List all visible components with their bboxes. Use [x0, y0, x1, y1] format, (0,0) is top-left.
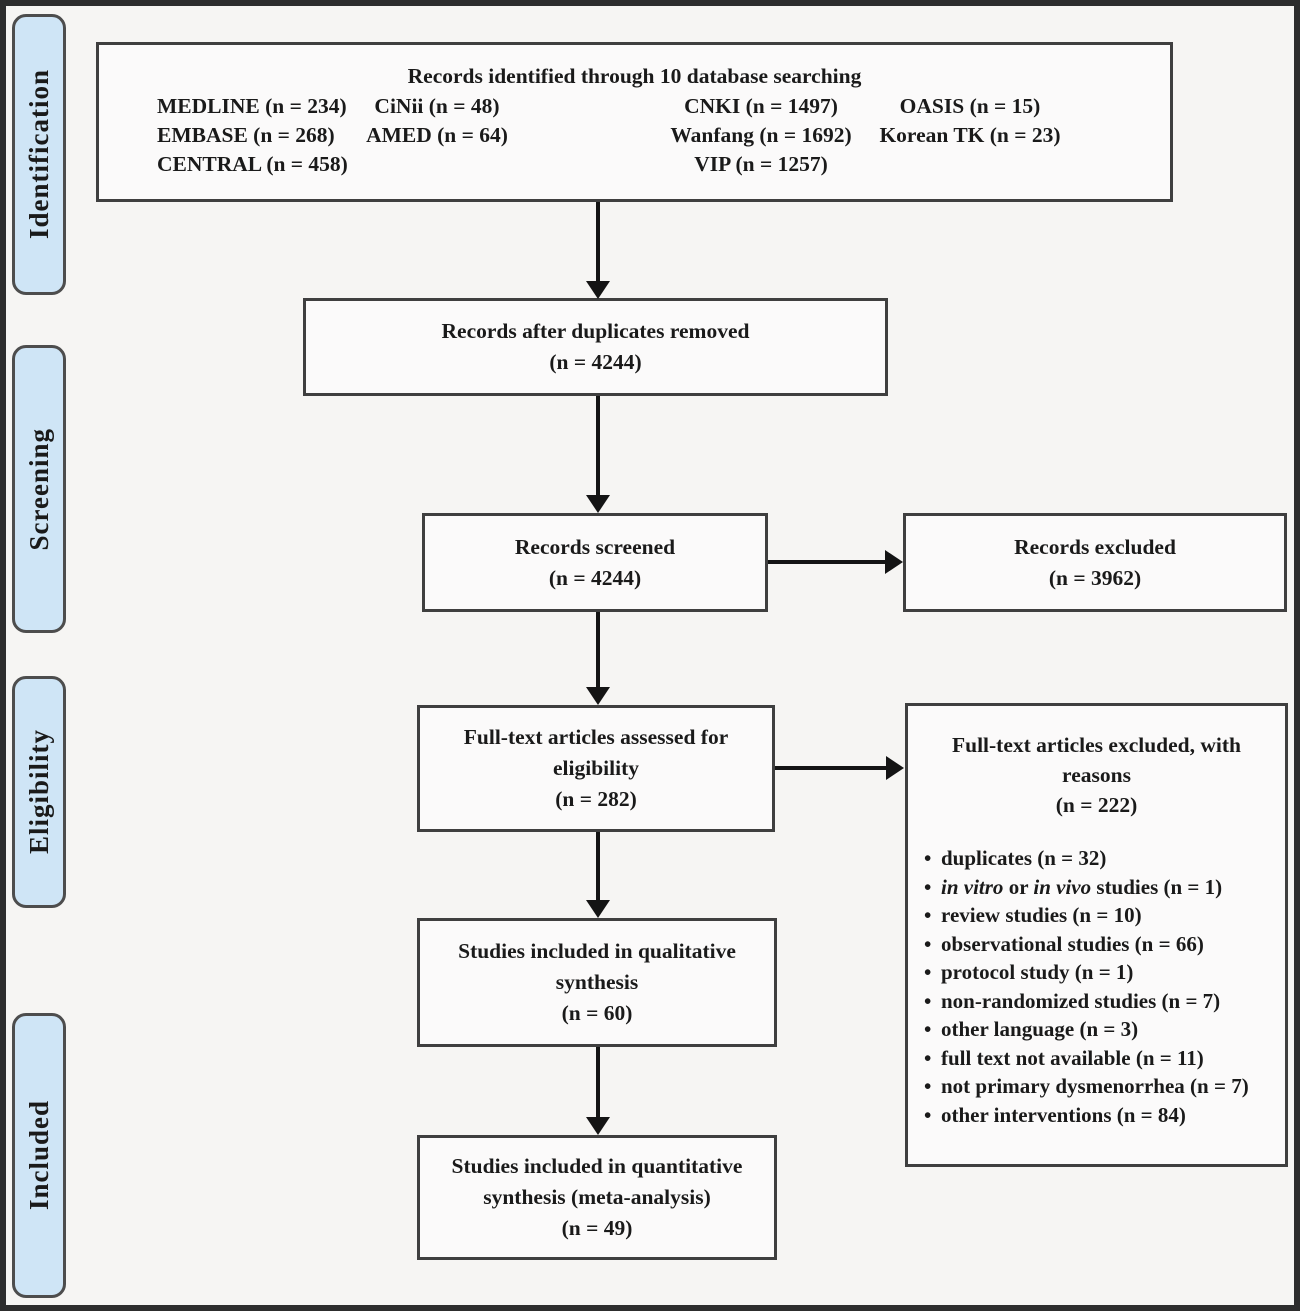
box-quantitative-synthesis: Studies included in quantitative synthes…	[417, 1135, 777, 1260]
stage-label-text: Included	[23, 1100, 54, 1211]
records-identified-title: Records identified through 10 database s…	[407, 64, 862, 88]
box-records-identified: Records identified through 10 database s…	[96, 42, 1173, 202]
stage-label-identification: Identification	[12, 14, 66, 295]
arrow-screened-to-excluded	[768, 560, 887, 564]
arrowhead-right-icon	[885, 550, 903, 574]
database-count: VIP (n = 1257)	[694, 152, 828, 176]
database-count: EMBASE (n = 268)	[157, 123, 335, 147]
box-count: (n = 3962)	[1048, 565, 1142, 590]
stage-label-text: Identification	[23, 69, 54, 240]
fulltext-excluded-title: Full-text articles excluded, with reason…	[908, 730, 1285, 820]
database-count: Korean TK (n = 23)	[879, 123, 1061, 147]
database-count: Wanfang (n = 1692)	[670, 123, 852, 147]
arrowhead-down-icon	[586, 281, 610, 299]
box-text-line: Studies included in quantitative	[451, 1154, 743, 1178]
box-count: (n = 222)	[1055, 793, 1138, 817]
arrowhead-down-icon	[586, 1117, 610, 1135]
box-count: (n = 4244)	[549, 350, 642, 374]
box-text-line: Records excluded	[1014, 534, 1176, 559]
box-text-line: eligibility	[553, 756, 639, 780]
bullet-icon: •	[924, 988, 932, 1013]
box-qualitative-synthesis: Studies included in qualitative synthesi…	[417, 918, 777, 1047]
database-column-2: CiNii (n = 48) AMED (n = 64)	[357, 92, 517, 150]
database-count: CNKI (n = 1497)	[684, 94, 838, 118]
bullet-icon: •	[924, 846, 932, 870]
box-duplicates-removed: Records after duplicates removed (n = 42…	[303, 298, 888, 396]
exclusion-reason-list: •duplicates (n = 32) •in vitro or in viv…	[908, 844, 1285, 1129]
exclusion-reason-item: •full text not available (n = 11)	[924, 1044, 1275, 1073]
arrowhead-down-icon	[586, 495, 610, 513]
bullet-icon: •	[924, 903, 932, 927]
stage-label-text: Screening	[23, 427, 54, 551]
exclusion-reason-item: •not primary dysmenorrhea (n = 7)	[924, 1072, 1275, 1101]
box-count: (n = 282)	[555, 787, 637, 811]
bullet-icon: •	[924, 874, 932, 899]
database-count: OASIS (n = 15)	[899, 94, 1041, 118]
bullet-icon: •	[924, 1102, 932, 1127]
box-fulltext-assessed: Full-text articles assessed for eligibil…	[417, 705, 775, 832]
exclusion-reason-item: •other interventions (n = 84)	[924, 1101, 1275, 1130]
stage-label-eligibility: Eligibility	[12, 676, 66, 908]
box-text-line: synthesis	[555, 970, 639, 994]
box-records-screened: Records screened (n = 4244)	[422, 513, 768, 612]
database-count: CiNii (n = 48)	[374, 94, 500, 118]
box-text-line: Studies included in qualitative	[458, 939, 736, 963]
stage-label-screening: Screening	[12, 345, 66, 633]
exclusion-reason-item: •non-randomized studies (n = 7)	[924, 987, 1275, 1016]
exclusion-reason-item: •review studies (n = 10)	[924, 901, 1275, 930]
bullet-icon: •	[924, 1017, 932, 1041]
bullet-icon: •	[924, 931, 932, 956]
exclusion-reason-item: •observational studies (n = 66)	[924, 930, 1275, 959]
box-text-line: Full-text articles excluded, with	[951, 733, 1241, 757]
exclusion-reason-item: •duplicates (n = 32)	[924, 844, 1275, 873]
box-count: (n = 49)	[561, 1216, 633, 1240]
arrowhead-right-icon	[886, 756, 904, 780]
exclusion-reason-item: •other language (n = 3)	[924, 1015, 1275, 1044]
box-records-excluded: Records excluded (n = 3962)	[903, 513, 1287, 612]
box-text-line: Full-text articles assessed for	[463, 725, 729, 749]
arrow-screened-to-fulltext	[596, 612, 600, 688]
box-count: (n = 4244)	[548, 565, 642, 590]
box-text-line: Records screened	[514, 534, 676, 559]
arrowhead-down-icon	[586, 900, 610, 918]
stage-label-text: Eligibility	[23, 729, 54, 855]
box-text-line: Records after duplicates removed	[441, 319, 750, 343]
exclusion-reason-item: •protocol study (n = 1)	[924, 958, 1275, 987]
database-count: AMED (n = 64)	[366, 123, 508, 147]
stage-label-included: Included	[12, 1013, 66, 1298]
bullet-icon: •	[924, 1074, 932, 1098]
arrow-identified-to-duplicates	[596, 202, 600, 283]
database-count: MEDLINE (n = 234)	[157, 94, 347, 118]
box-fulltext-excluded: Full-text articles excluded, with reason…	[905, 703, 1288, 1167]
exclusion-reason-item: •in vitro or in vivo studies (n = 1)	[924, 873, 1275, 902]
arrow-fulltext-to-excluded	[775, 766, 888, 770]
bullet-icon: •	[924, 1045, 932, 1070]
box-text-line: synthesis (meta-analysis)	[483, 1185, 711, 1209]
arrow-duplicates-to-screened	[596, 396, 600, 497]
box-count: (n = 60)	[561, 1001, 633, 1025]
arrow-qualitative-to-quantitative	[596, 1047, 600, 1119]
database-column-3: CNKI (n = 1497) Wanfang (n = 1692) VIP (…	[657, 92, 865, 179]
arrow-fulltext-to-qualitative	[596, 832, 600, 902]
box-text-line: reasons	[1062, 763, 1131, 787]
database-column-1: MEDLINE (n = 234) EMBASE (n = 268) CENTR…	[157, 92, 348, 179]
arrowhead-down-icon	[586, 687, 610, 705]
database-column-4: OASIS (n = 15) Korean TK (n = 23)	[869, 92, 1071, 150]
database-count: CENTRAL (n = 458)	[157, 152, 348, 176]
bullet-icon: •	[924, 960, 932, 984]
